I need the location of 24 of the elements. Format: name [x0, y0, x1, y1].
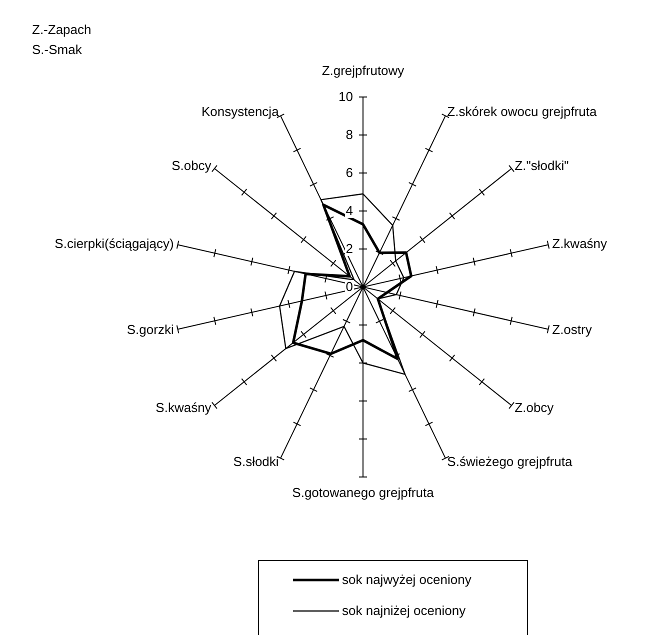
tick-label: 2 [344, 242, 354, 256]
tick-label: 4 [344, 204, 354, 218]
axis-label: Z.grejpfrutowy [322, 63, 404, 78]
axis-label: S.cierpki(ściągający) [54, 236, 174, 251]
axis-label: Z.obcy [514, 400, 554, 415]
axis-label: Konsystencja [201, 104, 279, 120]
legend-label: sok najniżej oceniony [342, 603, 466, 618]
abbreviation-note: Z.-Zapach [32, 22, 92, 37]
legend-label: sok najwyżej oceniony [342, 572, 472, 587]
axis-label: S.kwaśny [156, 400, 212, 415]
tick-label: 6 [344, 166, 354, 180]
axis-label: S.gotowanego grejpfruta [292, 485, 434, 500]
tick-label: 10 [338, 90, 354, 104]
axis-label: S.świeżego grejpfruta [447, 454, 572, 469]
axis-label: S.gorzki [126, 322, 174, 338]
axis-label: Z.ostry [552, 322, 592, 338]
axis-label: Z."słodki" [514, 158, 569, 174]
axis-label: S.obcy [172, 158, 212, 174]
tick-label: 8 [344, 128, 354, 142]
axis-label: S.słodki [233, 454, 279, 469]
axis-label: Z.kwaśny [552, 236, 608, 251]
abbreviation-note: S.-Smak [32, 42, 82, 57]
tick-label: 0 [344, 280, 354, 294]
axis-label: Z.skórek owocu grejpfruta [447, 104, 597, 120]
